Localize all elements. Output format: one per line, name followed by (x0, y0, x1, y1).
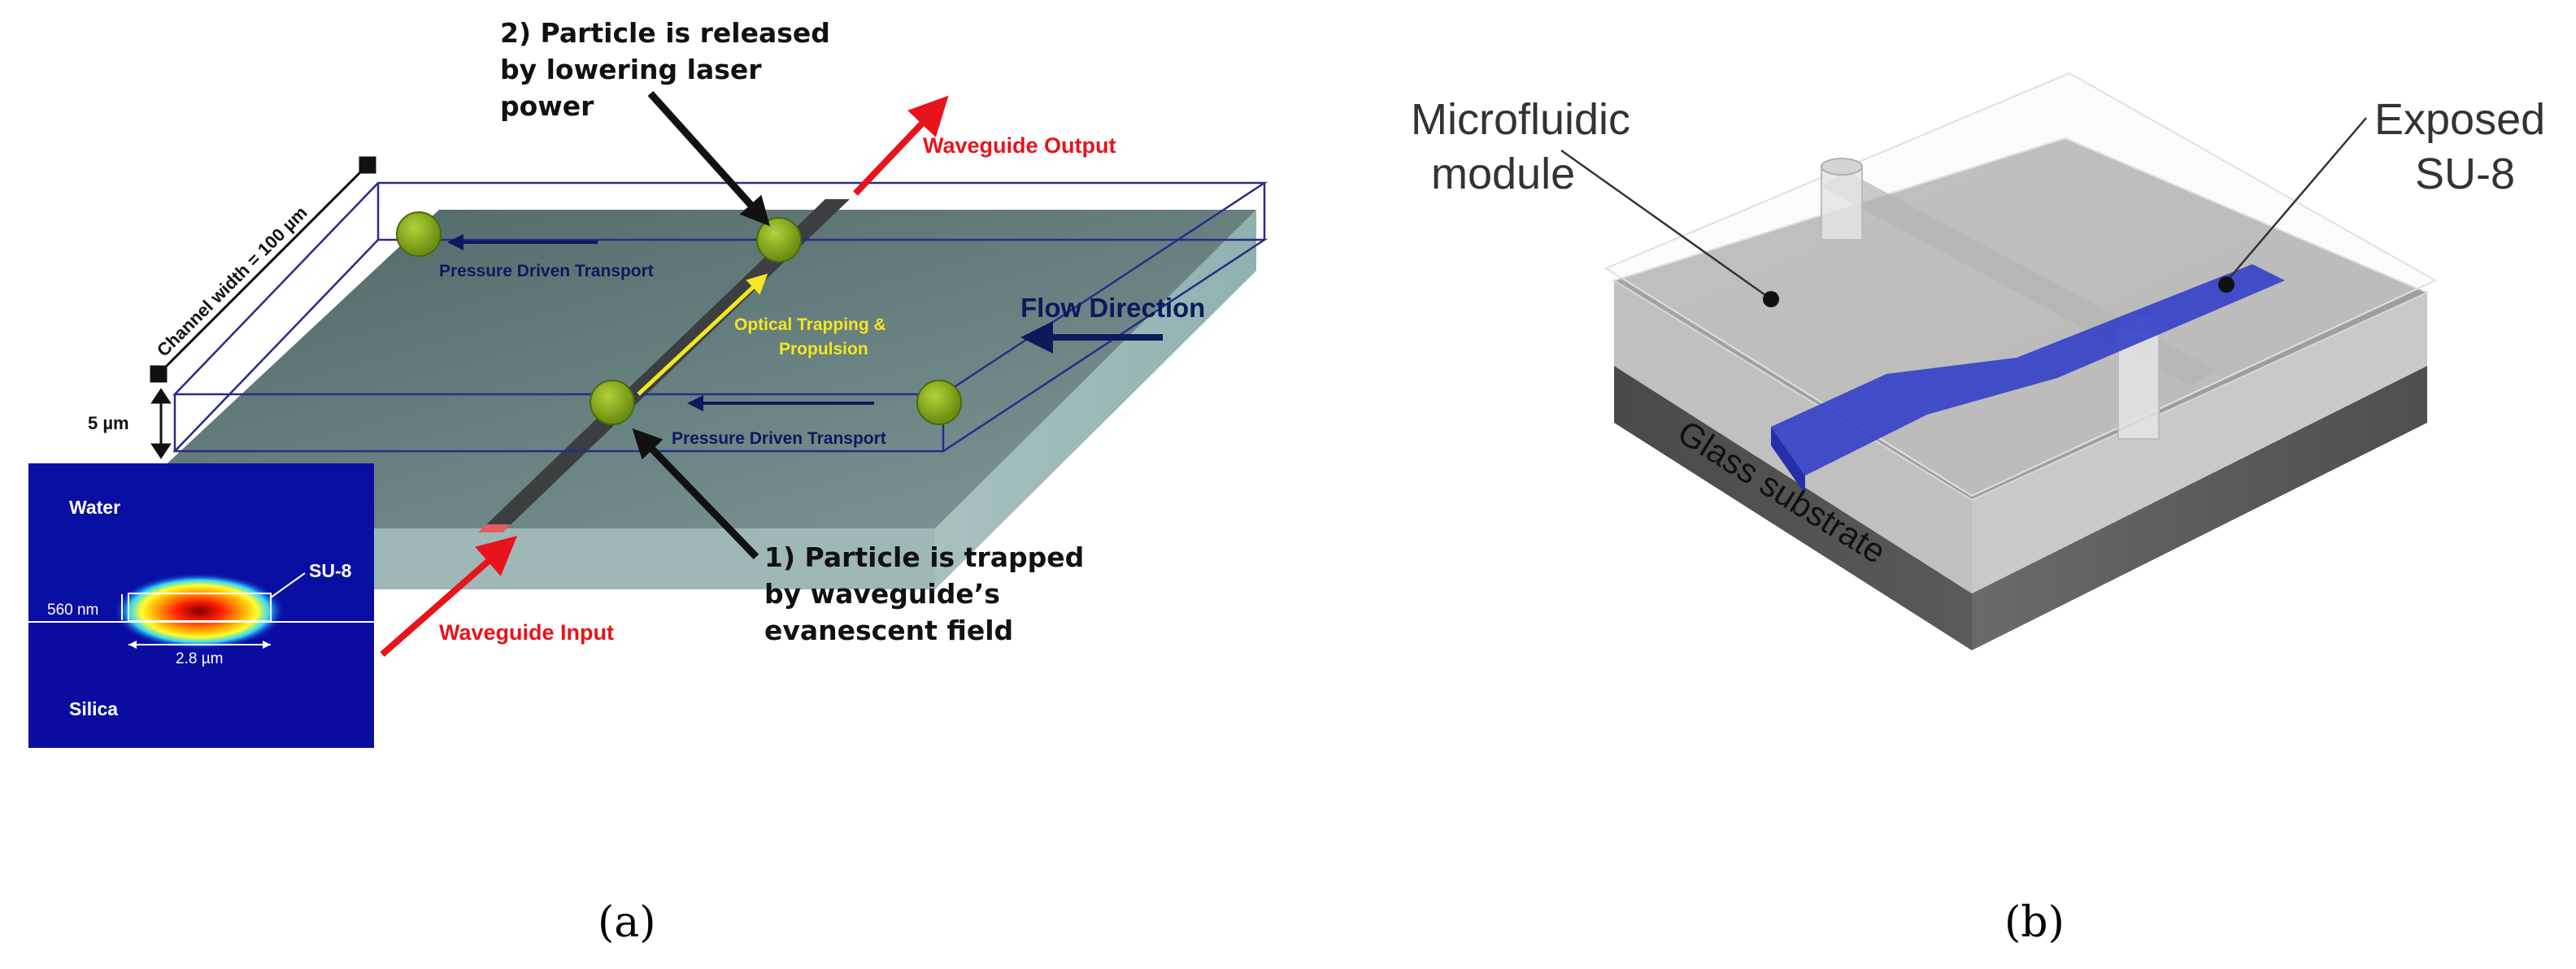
exposed-label-line2: SU-8 (2415, 150, 2515, 198)
channel-width-label: Channel width = 100 µm (153, 202, 311, 361)
glass-substrate-left (1614, 366, 1972, 650)
pointer-step2 (647, 90, 771, 227)
height-dimension (150, 388, 172, 459)
chip-right-face (935, 210, 1256, 589)
step1-line2: by waveguide’s (764, 578, 1000, 610)
particle-trapped (590, 380, 635, 425)
mode-field (114, 573, 285, 650)
step2-line2: by lowering laser (500, 54, 762, 85)
inset-water-label: Water (69, 497, 120, 518)
step1-line3: evanescent field (764, 615, 1013, 646)
particle-top-left (396, 211, 442, 257)
optical-propulsion-arrow (637, 273, 768, 396)
particle-released (756, 217, 802, 263)
height-label: 5 µm (88, 413, 129, 433)
waveguide-output-arrow (853, 95, 949, 196)
exposed-label-line1: Exposed (2374, 95, 2545, 144)
su8-waveguide (1771, 264, 2285, 476)
microfluidic-label-line1: Microfluidic (1411, 95, 1630, 144)
inset-width-label: 2.8 µm (176, 650, 223, 667)
panel-b-diagram: Microfluidic module Exposed SU-8 Glass s… (1411, 72, 2545, 650)
caption-a: (a) (598, 898, 656, 947)
microfluidic-dot (1763, 291, 1779, 307)
panel-b: Microfluidic module Exposed SU-8 Glass s… (1285, 0, 2576, 969)
waveguide-output-label: Waveguide Output (923, 133, 1116, 158)
optical-label-line1: Optical Trapping & (734, 315, 886, 334)
microfluidic-leader (1560, 149, 1772, 301)
waveguide-input-label: Waveguide Input (439, 620, 614, 645)
panel-a-diagram: 2) Particle is released by lowering lase… (28, 17, 1268, 748)
channel-width-dimension (150, 156, 376, 383)
particle-incoming (916, 380, 962, 425)
caption-b: (b) (2004, 898, 2065, 947)
module-right-face (1972, 293, 2427, 593)
optical-label-line2: Propulsion (779, 340, 868, 358)
pressure-label-top: Pressure Driven Transport (439, 262, 654, 280)
waveguide-input-arrow (380, 536, 518, 658)
step2-line3: power (500, 90, 594, 122)
pressure-label-bottom: Pressure Driven Transport (672, 429, 886, 448)
inset-silica-label: Silica (69, 698, 118, 719)
inlet-port (1821, 158, 1863, 241)
waveguide-input-glow (478, 524, 511, 532)
flow-direction-label: Flow Direction (1020, 293, 1205, 323)
pointer-step1 (632, 428, 759, 560)
inset-su8-label: SU-8 (309, 560, 352, 581)
glass-substrate-right (1972, 366, 2427, 650)
exposed-leader (2223, 117, 2367, 285)
step1-line1: 1) Particle is trapped (764, 541, 1084, 573)
mode-profile-inset: Water Silica SU-8 560 nm 2.8 µm (28, 463, 374, 748)
inset-thickness-label: 560 nm (47, 602, 98, 619)
microfluidic-label-line2: module (1431, 150, 1575, 198)
su8-waveguide-end (1771, 427, 1805, 494)
step2-line1: 2) Particle is released (500, 17, 830, 49)
exposed-dot (2218, 276, 2234, 293)
panel-a: 2) Particle is released by lowering lase… (0, 0, 1285, 969)
chip-top-surface (98, 210, 1256, 528)
